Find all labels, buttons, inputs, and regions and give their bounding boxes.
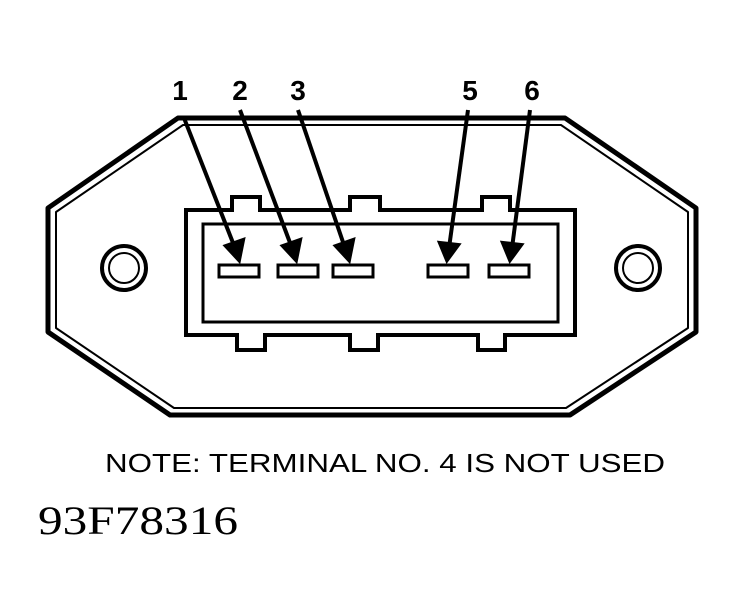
- terminal-label-3: 3: [290, 75, 306, 106]
- note-text: NOTE: TERMINAL NO. 4 IS NOT USED: [105, 448, 665, 478]
- cavity-inner-outline: [201, 222, 560, 324]
- terminal-label-2: 2: [232, 75, 248, 106]
- terminal-cavity: [184, 195, 577, 352]
- leader-line-6: [510, 109, 532, 249]
- arrowhead-2: [279, 236, 303, 265]
- arrowhead-1: [222, 236, 246, 265]
- mounting-hole-right: [614, 244, 662, 292]
- terminal-blade-3: [331, 263, 375, 279]
- terminal-blades: [217, 263, 531, 279]
- terminal-label-6: 6: [524, 75, 540, 106]
- terminal-blade-5: [426, 263, 470, 279]
- terminal-blade-6: [487, 263, 531, 279]
- terminal-blade-2: [276, 263, 320, 279]
- housing-inner-outline: [55, 124, 689, 409]
- arrowhead-6: [499, 240, 525, 265]
- arrowhead-3: [332, 236, 356, 265]
- cavity-outer-outline: [184, 195, 577, 352]
- leader-line-3: [296, 109, 347, 249]
- leader-line-5: [447, 109, 470, 249]
- terminal-label-1: 1: [172, 75, 188, 106]
- connector-housing: [45, 115, 699, 418]
- leader-lines: [182, 109, 532, 265]
- leader-line-1: [182, 117, 237, 249]
- leader-line-2: [238, 109, 294, 249]
- mounting-hole-left: [100, 244, 148, 292]
- housing-outer-outline: [45, 115, 699, 418]
- terminal-blade-1: [217, 263, 261, 279]
- arrowhead-5: [436, 240, 462, 265]
- figure-code: 93F78316: [38, 498, 238, 543]
- terminal-label-5: 5: [462, 75, 478, 106]
